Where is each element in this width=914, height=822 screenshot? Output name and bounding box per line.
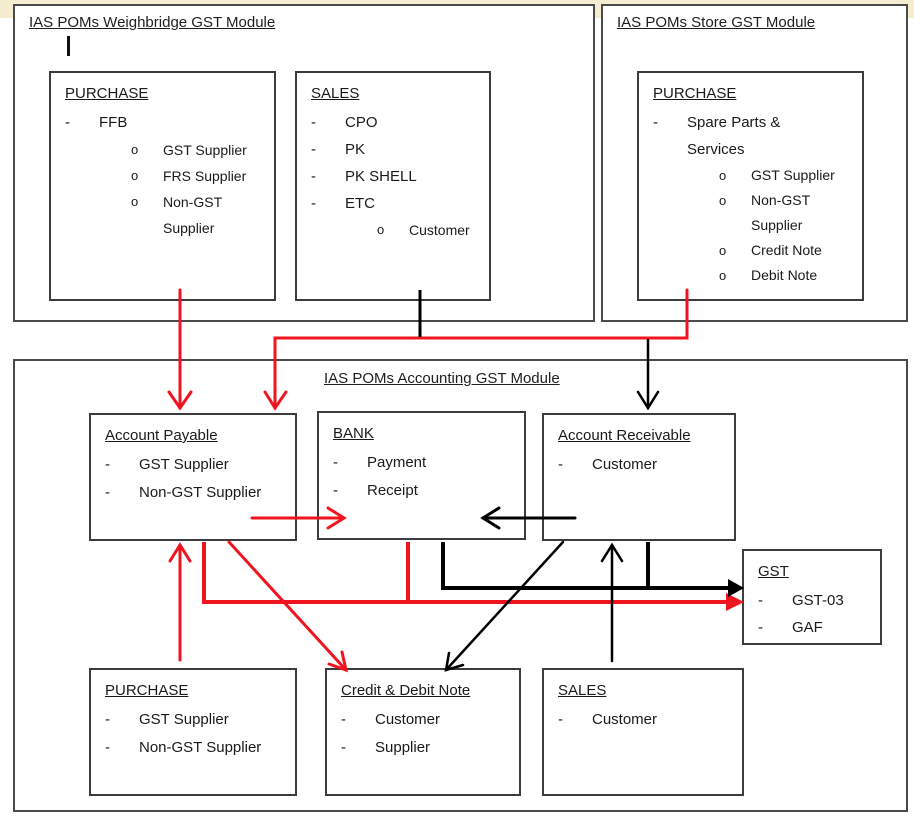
list-subitem-continuation: Supplier <box>163 220 215 236</box>
account-receivable-box: Account Receivable -Customer <box>542 413 736 541</box>
list-item: -Customer <box>558 456 658 473</box>
list-item: -Non-GST Supplier <box>105 739 262 756</box>
list-item: -Customer <box>341 711 441 728</box>
accounting-sales-box: SALES -Customer <box>542 668 744 796</box>
list-item: -Spare Parts & <box>653 114 781 131</box>
text-cursor <box>67 36 70 56</box>
box-title: Account Payable <box>105 427 218 444</box>
accounting-module-title: IAS POMs Accounting GST Module <box>324 370 560 387</box>
box-title: Credit & Debit Note <box>341 682 471 699</box>
list-item: -Receipt <box>333 482 418 499</box>
list-subitem-continuation: Supplier <box>751 217 803 233</box>
list-item: -PK <box>311 141 366 158</box>
weighbridge-module-title: IAS POMs Weighbridge GST Module <box>29 14 276 31</box>
list-item: -CPO <box>311 114 378 131</box>
list-item: -Non-GST Supplier <box>105 484 262 501</box>
list-item: -Customer <box>558 711 658 728</box>
list-item: -FFB <box>65 114 128 131</box>
list-item: -Supplier <box>341 739 431 756</box>
box-title: BANK <box>333 425 374 442</box>
box-title: Account Receivable <box>558 427 691 444</box>
box-title: SALES <box>311 85 360 102</box>
account-payable-box: Account Payable -GST Supplier -Non-GST S… <box>89 413 297 541</box>
store-module-title: IAS POMs Store GST Module <box>617 14 816 31</box>
box-title: PURCHASE <box>653 85 737 102</box>
box-title: PURCHASE <box>105 682 189 699</box>
box-title: SALES <box>558 682 607 699</box>
list-item: -PK SHELL <box>311 168 417 185</box>
list-item: -GAF <box>758 619 823 636</box>
credit-debit-note-box: Credit & Debit Note -Customer -Supplier <box>325 668 521 796</box>
list-item: -Payment <box>333 454 427 471</box>
accounting-purchase-box: PURCHASE -GST Supplier -Non-GST Supplier <box>89 668 297 796</box>
box-title: PURCHASE <box>65 85 149 102</box>
list-item-continuation: Services <box>687 141 745 158</box>
list-item: -GST-03 <box>758 592 844 609</box>
bank-box: BANK -Payment -Receipt <box>317 411 526 540</box>
list-item: -GST Supplier <box>105 711 229 728</box>
list-item: -GST Supplier <box>105 456 229 473</box>
box-title: GST <box>758 563 789 580</box>
gst-box: GST -GST-03 -GAF <box>742 549 882 645</box>
list-item: -ETC <box>311 195 375 212</box>
